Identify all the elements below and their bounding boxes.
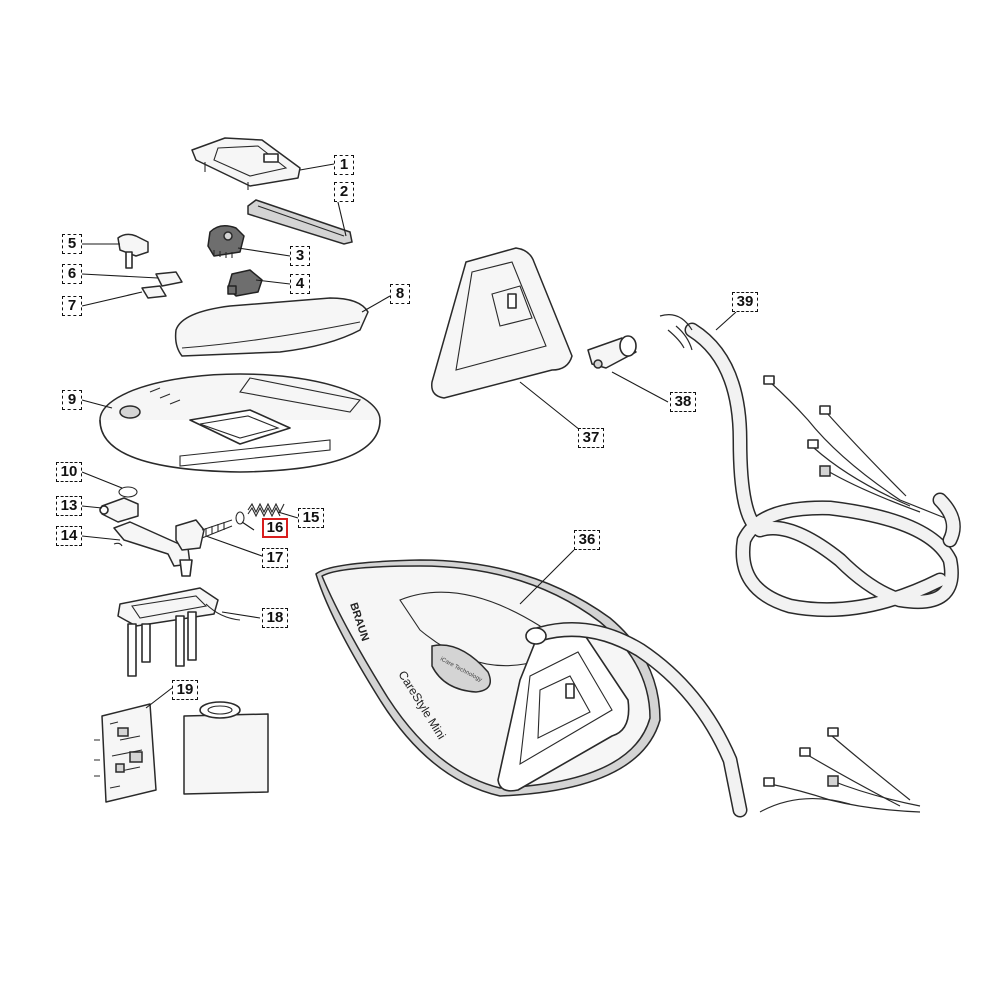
part-7-clip xyxy=(141,285,167,299)
callout-39: 39 xyxy=(732,292,758,312)
part-13-valve xyxy=(99,497,139,523)
callout-7: 7 xyxy=(62,296,82,316)
callout-38: 38 xyxy=(670,392,696,412)
callout-8: 8 xyxy=(390,284,410,304)
part-8-tank-lid xyxy=(174,297,369,357)
callout-17: 17 xyxy=(262,548,288,568)
part-2-strip xyxy=(247,199,353,245)
callout-15: 15 xyxy=(298,508,324,528)
part-4-dark-button xyxy=(227,269,263,297)
part-5-small-knob xyxy=(117,233,149,269)
part-3-dark-knob xyxy=(207,225,245,258)
part-38-connector xyxy=(587,335,637,369)
callout-6: 6 xyxy=(62,264,82,284)
part-9-base-housing xyxy=(99,373,381,473)
part-10-o-ring xyxy=(118,486,138,498)
callout-13: 13 xyxy=(56,496,82,516)
part-39-power-cord xyxy=(659,314,961,618)
part-1-top-cover xyxy=(191,137,301,190)
callout-1: 1 xyxy=(334,155,354,175)
part-6-clip xyxy=(155,271,183,287)
part-19-circuit-board xyxy=(94,703,157,803)
part-15-spring xyxy=(247,502,285,518)
callout-16-highlighted[interactable]: 16 xyxy=(262,518,288,538)
part-14-lever xyxy=(113,521,193,577)
callout-18: 18 xyxy=(262,608,288,628)
part-17-pump-pin xyxy=(175,519,233,551)
callout-36: 36 xyxy=(574,530,600,550)
leader-lines xyxy=(81,163,737,709)
callout-19: 19 xyxy=(172,680,198,700)
callout-3: 3 xyxy=(290,246,310,266)
callout-4: 4 xyxy=(290,274,310,294)
callout-9: 9 xyxy=(62,390,82,410)
callout-14: 14 xyxy=(56,526,82,546)
callout-10: 10 xyxy=(56,462,82,482)
part-16-small-ring xyxy=(235,511,245,525)
callout-5: 5 xyxy=(62,234,82,254)
part-18-frame xyxy=(117,587,241,677)
lower-wire-bundle xyxy=(759,727,921,813)
part-37-heel-plate xyxy=(431,247,573,399)
part-36-iron-body: iCare Technology BRAUN CareStyle Mini xyxy=(315,559,748,818)
callout-2: 2 xyxy=(334,182,354,202)
callout-37: 37 xyxy=(578,428,604,448)
water-tank xyxy=(183,701,269,795)
